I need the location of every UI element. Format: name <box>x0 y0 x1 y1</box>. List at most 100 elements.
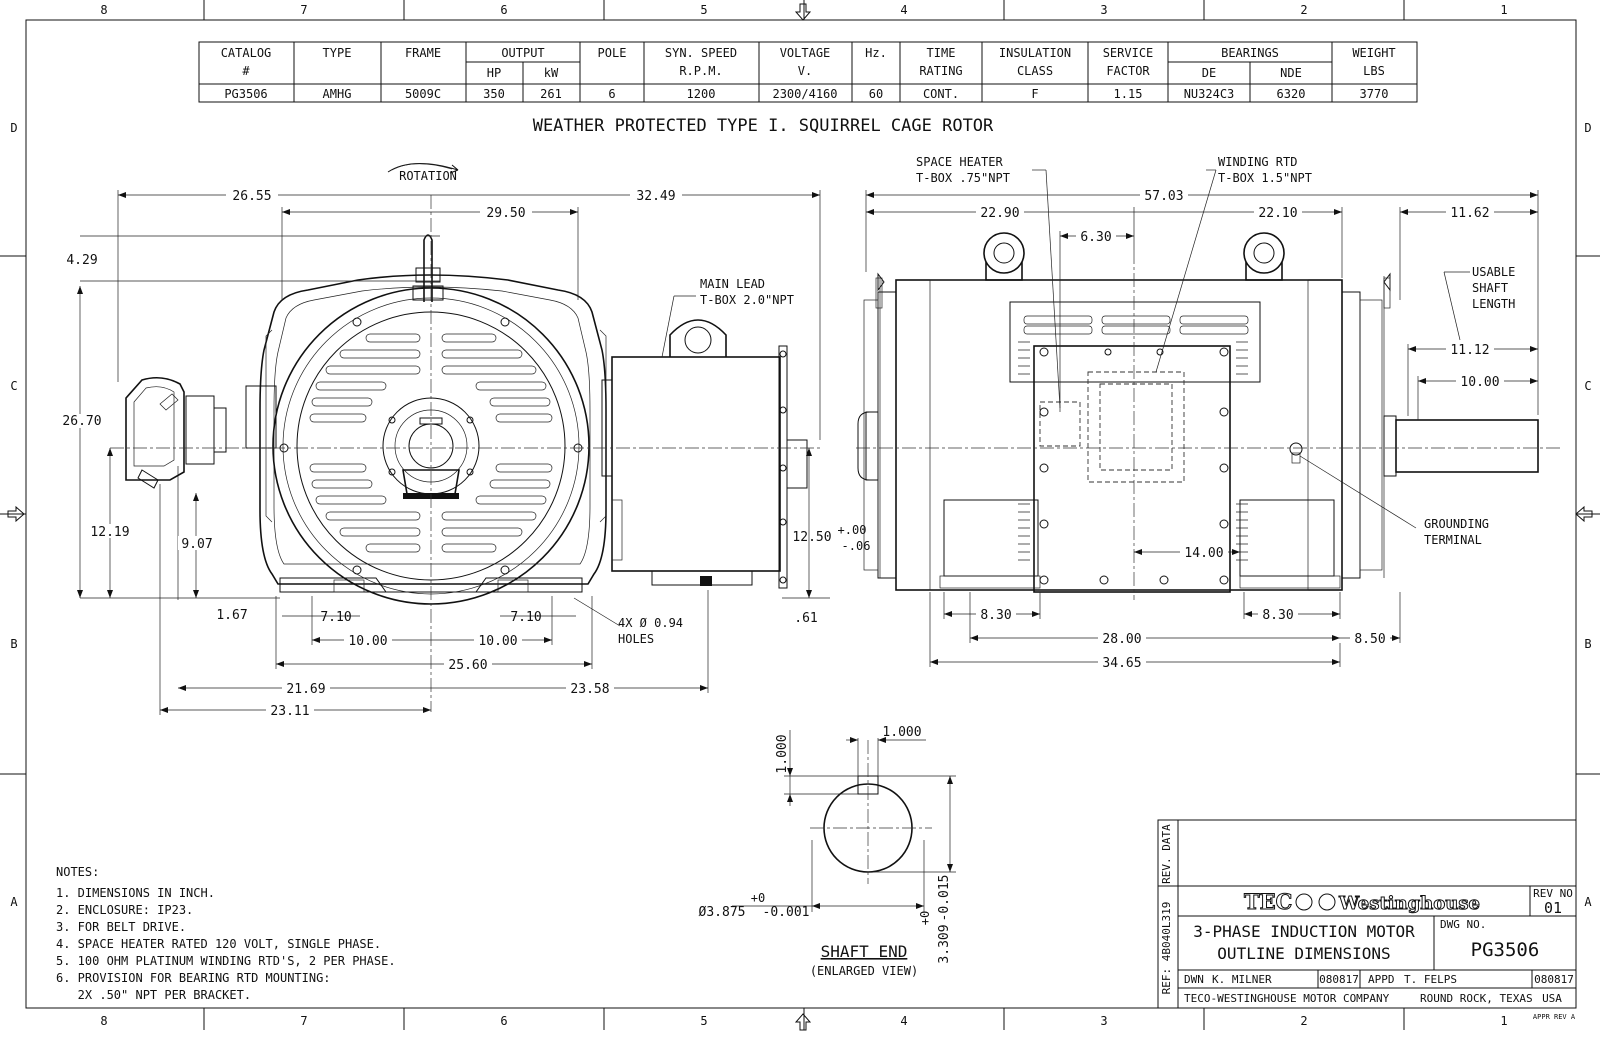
zone-row-c: C <box>10 379 17 393</box>
shaft-end-sub: (ENLARGED VIEW) <box>810 964 918 978</box>
dim-10-00-right: 10.00 <box>478 634 517 649</box>
centering-arrow-right-icon <box>1575 505 1593 523</box>
dim-keyway: 3.309 <box>937 924 952 963</box>
dim-11-62: 11.62 <box>1450 206 1489 221</box>
note-6b: 2X .50" NPT PER BRACKET. <box>56 988 251 1002</box>
main-lead-terminal-box <box>601 319 808 589</box>
ref-label: REF: 4B040L319 <box>1160 902 1173 995</box>
frame-housing <box>259 274 607 585</box>
dim-shaft-dia-tol-minus: -0.001 <box>763 905 810 920</box>
appr-rev: APPR REV A <box>1533 1013 1576 1021</box>
shaft-end-view: 1.000 1.000 +0 Ø3.875 -0.001 +0 3.309 -0… <box>699 725 956 978</box>
th-pole: POLE <box>598 46 627 60</box>
dwn-label: DWN <box>1184 973 1204 986</box>
zone-col-5: 5 <box>700 3 707 17</box>
zone-col-1-bottom: 1 <box>1500 1014 1507 1028</box>
note-2: 2. ENCLOSURE: IP23. <box>56 903 193 917</box>
dim-9-07: 9.07 <box>181 537 212 552</box>
th-catalog: CATALOG <box>221 46 272 60</box>
th-lbs: LBS <box>1363 64 1385 78</box>
th-service: SERVICE <box>1103 46 1154 60</box>
dim-29-50: 29.50 <box>486 206 525 221</box>
td-nde: 6320 <box>1277 87 1306 101</box>
dim-28-00: 28.00 <box>1102 632 1141 647</box>
title-block: REV. DATA REF: 4B040L319 TEC Westinghous… <box>1157 819 1577 1021</box>
td-time: CONT. <box>923 87 959 101</box>
note-1: 1. DIMENSIONS IN INCH. <box>56 886 215 900</box>
zone-row-b-right: B <box>1584 637 1591 651</box>
dim-7-10-left: 7.10 <box>320 610 351 625</box>
th-hz: Hz. <box>865 46 887 60</box>
td-de: NU324C3 <box>1184 87 1235 101</box>
dim-shaft-key-1000-v: 1.000 <box>775 734 790 773</box>
dwg-no: PG3506 <box>1471 939 1540 961</box>
th-time: TIME <box>927 46 956 60</box>
zone-col-7: 7 <box>300 3 307 17</box>
center-panel <box>1033 345 1231 593</box>
front-dimension-labels: 26.55 32.49 29.50 4.29 26.70 12.19 9.07 … <box>60 188 870 719</box>
rotation-label: ROTATION <box>399 169 457 183</box>
brand-westinghouse: Westinghouse <box>1338 893 1480 914</box>
drawing-title-line-1: 3-PHASE INDUCTION MOTOR <box>1193 922 1415 941</box>
dim-23-11: 23.11 <box>270 704 309 719</box>
dim-10-00-shaft: 10.00 <box>1460 375 1499 390</box>
note-6: 6. PROVISION FOR BEARING RTD MOUNTING: <box>56 971 331 985</box>
holes-label: 4X Ø 0.94 <box>618 616 683 630</box>
th-voltage: VOLTAGE <box>780 46 831 60</box>
dim-22-90: 22.90 <box>980 206 1019 221</box>
main-lead-label: MAIN LEAD <box>700 277 765 291</box>
drawing-title-line-2: OUTLINE DIMENSIONS <box>1217 944 1390 963</box>
top-louvers <box>1023 315 1249 335</box>
dim-26-55: 26.55 <box>232 189 271 204</box>
space-heater-label: SPACE HEATER <box>916 155 1003 169</box>
dim-14-00: 14.00 <box>1184 546 1223 561</box>
dwg-no-label: DWG NO. <box>1440 918 1486 931</box>
zone-col-2-bottom: 2 <box>1300 1014 1307 1028</box>
front-dimension-lines <box>79 190 830 715</box>
dim-12-50: 12.50 <box>792 530 831 545</box>
td-insulation: F <box>1031 87 1038 101</box>
dim-shaft-key-1000-h: 1.000 <box>882 725 921 740</box>
grounding-label: GROUNDING <box>1424 517 1489 531</box>
dim-22-10: 22.10 <box>1258 206 1297 221</box>
dwn-date: 080817 <box>1319 973 1359 986</box>
dim-23-58: 23.58 <box>570 682 609 697</box>
td-rpm: 1200 <box>687 87 716 101</box>
td-type: AMHG <box>323 87 352 101</box>
mounting-feet <box>279 577 583 593</box>
th-kw: kW <box>544 66 559 80</box>
td-weight: 3770 <box>1360 87 1389 101</box>
winding-rtd-tbox-label: T-BOX 1.5"NPT <box>1218 171 1312 185</box>
th-syn-speed: SYN. SPEED <box>665 46 737 60</box>
winding-rtd-label: WINDING RTD <box>1218 155 1297 169</box>
dim-11-12: 11.12 <box>1450 343 1489 358</box>
th-rpm: R.P.M. <box>679 64 722 78</box>
dim-keyway-tol-minus: -0.015 <box>937 875 952 922</box>
th-frame: FRAME <box>405 46 441 60</box>
space-heater-tbox-label: T-BOX .75"NPT <box>916 171 1010 185</box>
dim-4-29: 4.29 <box>66 253 97 268</box>
dim-21-69: 21.69 <box>286 682 325 697</box>
dim-10-00-left: 10.00 <box>348 634 387 649</box>
zone-col-8: 8 <box>100 3 107 17</box>
td-pole: 6 <box>608 87 615 101</box>
dim-8-30-right: 8.30 <box>1262 608 1293 623</box>
dim-12-50-tol-plus: +.00 <box>838 523 867 537</box>
main-lead-tbox-label: T-BOX 2.0"NPT <box>700 293 794 307</box>
centering-arrow-left-icon <box>7 505 25 523</box>
zone-col-8-bottom: 8 <box>100 1014 107 1028</box>
grounding-terminal-icon <box>1289 442 1303 456</box>
zone-col-4-bottom: 4 <box>900 1014 907 1028</box>
note-4: 4. SPACE HEATER RATED 120 VOLT, SINGLE P… <box>56 937 381 951</box>
th-nde: NDE <box>1280 66 1302 80</box>
th-class: CLASS <box>1017 64 1053 78</box>
zone-col-6: 6 <box>500 3 507 17</box>
zone-col-3: 3 <box>1100 3 1107 17</box>
westinghouse-logo-icon <box>1318 893 1336 911</box>
dim-25-60: 25.60 <box>448 658 487 673</box>
th-type: TYPE <box>323 46 352 60</box>
zone-row-a-right: A <box>1584 895 1592 909</box>
zone-col-6-bottom: 6 <box>500 1014 507 1028</box>
th-weight: WEIGHT <box>1352 46 1395 60</box>
